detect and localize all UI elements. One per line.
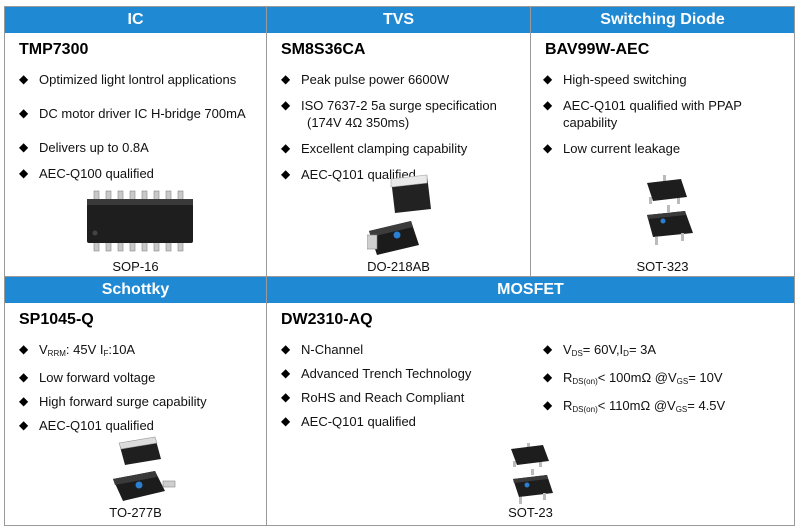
spec-subscript: D	[623, 349, 629, 358]
package-label: SOP-16	[112, 259, 159, 274]
list-item: AEC-Q101 qualified	[281, 413, 471, 430]
spec-subscript: DS(on)	[572, 377, 598, 386]
package-label: TO-277B	[109, 505, 162, 520]
list-item: Low forward voltage	[19, 369, 207, 386]
part-number: DW2310-AQ	[281, 311, 373, 328]
feature-list: N-Channel Advanced Trench Technology RoH…	[281, 341, 471, 430]
spec-list: VDS= 60V,ID= 3A RDS(on)< 100mΩ @VGS= 10V…	[543, 341, 725, 418]
panel-ic: IC TMP7300 Optimized light lontrol appli…	[4, 6, 267, 277]
part-number: BAV99W-AEC	[545, 41, 650, 58]
spec-subscript: GS	[675, 405, 688, 414]
package-label: SOT-323	[636, 259, 689, 274]
part-number: TMP7300	[19, 41, 89, 58]
package-label: DO-218AB	[367, 259, 430, 274]
to277b-package-image	[113, 436, 176, 501]
panel-header: Schottky	[5, 277, 266, 303]
list-item: Excellent clamping capability	[281, 140, 497, 157]
list-item: Low current leakage	[543, 140, 742, 157]
panel-switching-diode: Switching Diode BAV99W-AEC High-speed sw…	[530, 6, 795, 277]
spec-value: < 110mΩ @V	[597, 398, 676, 413]
feature-list: Peak pulse power 6600W ISO 7637-2 5a sur…	[281, 71, 497, 183]
spec-value: = 10V	[688, 370, 723, 385]
feature-list: VRRM: 45V IF:10A Low forward voltage Hig…	[19, 341, 207, 434]
sot323-package-image	[647, 175, 693, 245]
list-item: N-Channel	[281, 341, 471, 358]
list-item-continued: (174V 4Ω 350ms)	[307, 115, 410, 130]
do218ab-package-image	[367, 174, 431, 255]
list-item-continued: capability	[563, 115, 618, 130]
panel-header: TVS	[267, 7, 530, 33]
list-item: RoHS and Reach Compliant	[281, 389, 471, 406]
list-item: AEC-Q101 qualified	[19, 417, 207, 434]
feature-list: High-speed switching AEC-Q101 qualified …	[543, 71, 742, 157]
list-item: High-speed switching	[543, 71, 742, 88]
panel-header: Switching Diode	[531, 7, 794, 33]
panel-header: IC	[5, 7, 266, 33]
panel-mosfet: MOSFET DW2310-AQ N-Channel Advanced Tren…	[266, 276, 795, 526]
package-label: SOT-23	[508, 505, 553, 520]
list-item: Peak pulse power 6600W	[281, 71, 497, 88]
panel-tvs: TVS SM8S36CA Peak pulse power 6600W ISO …	[266, 6, 531, 277]
spec-subscript: GS	[676, 377, 689, 386]
spec-vds-id: VDS= 60V,ID= 3A	[543, 341, 725, 362]
spec-value: = 3A	[628, 342, 657, 357]
spec-subscript: DS	[571, 349, 583, 358]
if-subscript: F	[103, 349, 109, 358]
panel-header: MOSFET	[267, 277, 794, 303]
list-item-vrrm-if: VRRM: 45V IF:10A	[19, 341, 207, 362]
vrrm-symbol: V	[39, 342, 48, 357]
list-item: Advanced Trench Technology	[281, 365, 471, 382]
list-item: ISO 7637-2 5a surge specification	[281, 97, 497, 114]
spec-symbol: R	[563, 370, 573, 385]
if-value: :10A	[108, 342, 136, 357]
spec-value: = 60V,I	[582, 342, 624, 357]
panel-schottky: Schottky SP1045-Q VRRM: 45V IF:10A Low f…	[4, 276, 267, 526]
list-item: Delivers up to 0.8A	[19, 139, 246, 156]
part-number: SM8S36CA	[281, 41, 366, 58]
list-item: AEC-Q101 qualified with PPAP	[543, 97, 742, 114]
sop16-chip-image	[87, 190, 193, 252]
spec-symbol: V	[563, 342, 572, 357]
list-item: DC motor driver IC H-bridge 700mA	[19, 105, 246, 122]
list-item: High forward surge capability	[19, 393, 207, 410]
sot23-package-image	[511, 443, 553, 504]
list-item: AEC-Q101 qualified	[281, 166, 497, 183]
list-item: Optimized light lontrol applications	[19, 71, 246, 88]
spec-subscript: DS(on)	[572, 405, 598, 414]
spec-rdson-10v: RDS(on)< 100mΩ @VGS= 10V	[543, 369, 725, 390]
spec-rdson-4v5: RDS(on)< 110mΩ @VGS= 4.5V	[543, 397, 725, 418]
part-number: SP1045-Q	[19, 311, 94, 328]
feature-list: Optimized light lontrol applications DC …	[19, 71, 246, 182]
spec-symbol: R	[563, 398, 573, 413]
spec-value: = 4.5V	[687, 398, 726, 413]
vrrm-value: : 45V I	[65, 342, 104, 357]
spec-value: < 100mΩ @V	[597, 370, 677, 385]
list-item: AEC-Q100 qualified	[19, 165, 246, 182]
vrrm-subscript: RRM	[47, 349, 66, 358]
